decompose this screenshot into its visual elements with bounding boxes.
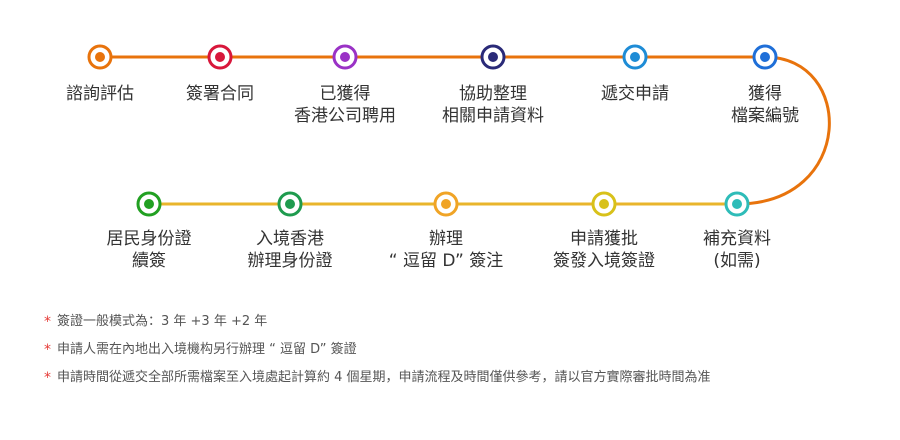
- step-node-dot: [441, 199, 451, 209]
- step-label: 諮詢評估: [66, 84, 134, 104]
- step-label: 遞交申請: [601, 84, 669, 104]
- note-item: * 簽證一般模式為：3 年 +3 年 +2 年: [44, 308, 711, 336]
- step-label: 補充資料 (如需): [703, 229, 771, 271]
- step-node-dot: [95, 52, 105, 62]
- step-node-dot: [488, 52, 498, 62]
- step-node-dot: [599, 199, 609, 209]
- step-label: 入境香港 辦理身份證: [247, 229, 333, 271]
- step-node-dot: [144, 199, 154, 209]
- step-label: 申請獲批 簽發入境簽證: [553, 229, 655, 271]
- step-node-dot: [732, 199, 742, 209]
- note-text: 申請人需在內地出入境機构另行辦理 “ 逗留 D” 簽證: [57, 342, 357, 357]
- step-node-dot: [340, 52, 350, 62]
- step-node-dot: [760, 52, 770, 62]
- step-label: 協助整理 相關申請資料: [442, 84, 544, 126]
- step-label: 獲得 檔案編號: [731, 84, 799, 126]
- note-item: * 申請人需在內地出入境機构另行辦理 “ 逗留 D” 簽證: [44, 336, 711, 364]
- step-label: 居民身份證 續簽: [106, 229, 192, 271]
- note-marker: *: [44, 370, 51, 386]
- step-node-dot: [285, 199, 295, 209]
- step-node-dot: [630, 52, 640, 62]
- note-text: 申請時間從遞交全部所需檔案至入境處起計算約 4 個星期，申請流程及時間僅供參考，…: [57, 370, 711, 385]
- note-item: * 申請時間從遞交全部所需檔案至入境處起計算約 4 個星期，申請流程及時間僅供參考…: [44, 364, 711, 392]
- step-label: 已獲得 香港公司聘用: [294, 84, 396, 126]
- step-label: 辦理 “ 逗留 D” 簽注: [388, 229, 504, 271]
- connector-line-top: [100, 55, 831, 206]
- step-node-dot: [215, 52, 225, 62]
- step-label: 簽署合同: [186, 84, 254, 104]
- notes-section: * 簽證一般模式為：3 年 +3 年 +2 年 * 申請人需在內地出入境機构另行辦理…: [44, 308, 711, 392]
- note-marker: *: [44, 342, 51, 358]
- note-text: 簽證一般模式為：3 年 +3 年 +2 年: [57, 314, 268, 329]
- note-marker: *: [44, 314, 51, 330]
